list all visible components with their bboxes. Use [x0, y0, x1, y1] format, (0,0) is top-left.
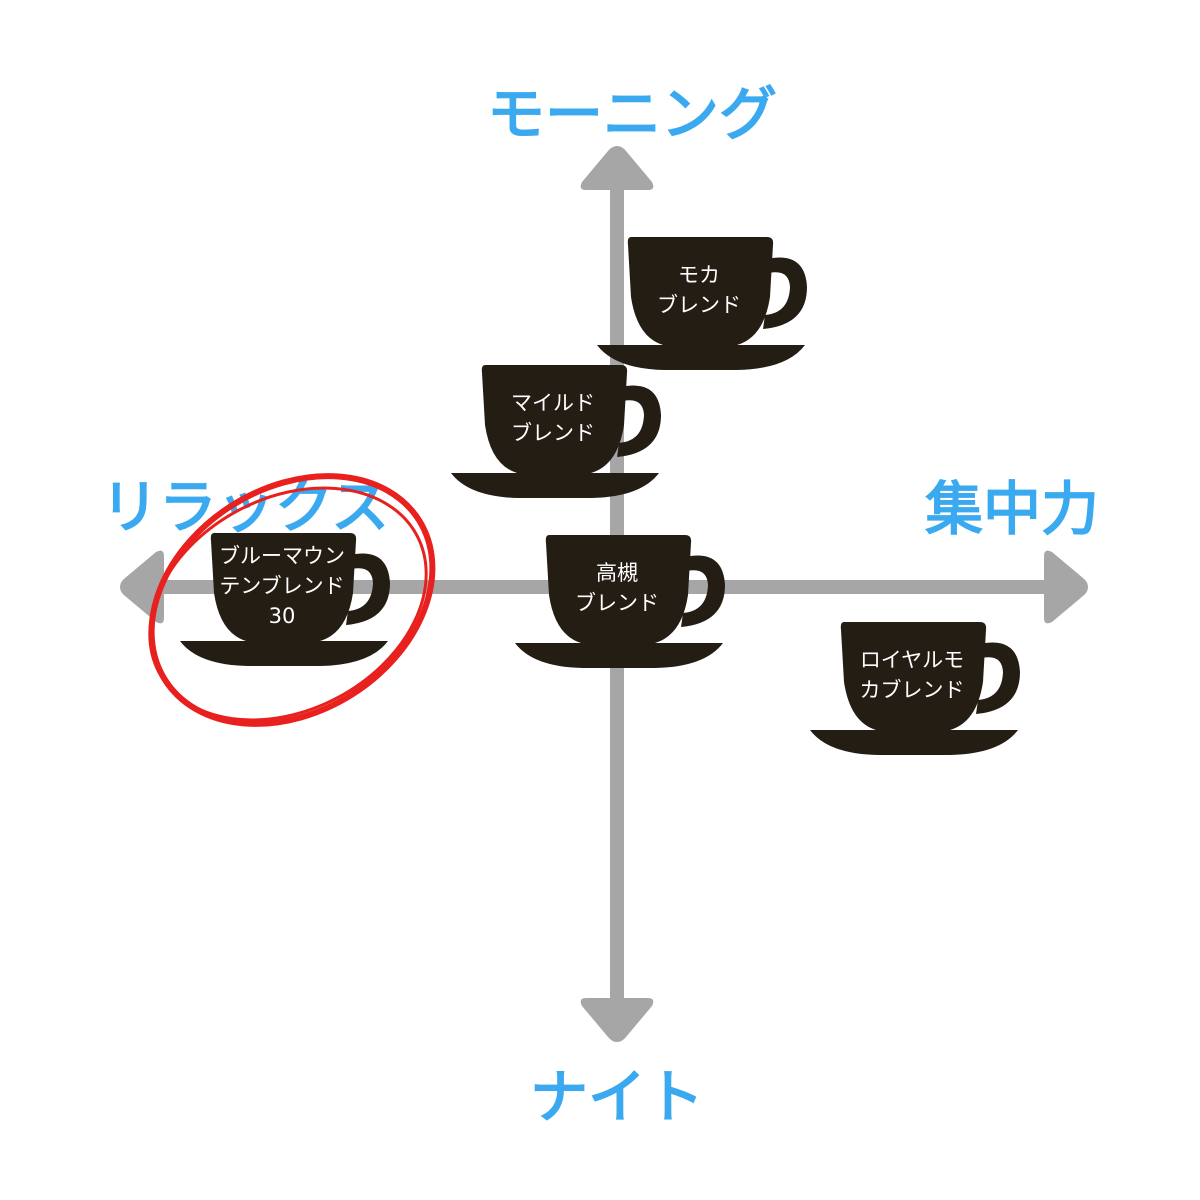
product-name-line: カブレンド	[860, 678, 965, 702]
product-name-line: ブレンド	[657, 293, 741, 317]
highlight-circle	[148, 473, 436, 727]
product-name-line: ロイヤルモ	[860, 648, 964, 672]
product-name-line: ブルーマウン	[219, 544, 345, 568]
axis-label-right: 集中力	[924, 475, 1099, 543]
arrow-down-icon	[580, 998, 654, 1042]
arrow-left-icon	[120, 550, 164, 624]
product-name-line: ブレンド	[511, 421, 595, 445]
product-name-line: 30	[269, 604, 296, 628]
product-name-line: ブレンド	[575, 591, 659, 615]
arrow-right-icon	[1044, 550, 1088, 624]
product-name-line: モカ	[678, 263, 720, 287]
axis-label-bottom: ナイト	[530, 1063, 704, 1131]
product-name-line: 高槻	[596, 561, 638, 585]
product-name-line: テンブレンド	[219, 574, 344, 598]
axis-label-top: モーニング	[487, 80, 777, 148]
arrow-up-icon	[580, 146, 654, 190]
product-name-line: マイルド	[511, 391, 595, 415]
